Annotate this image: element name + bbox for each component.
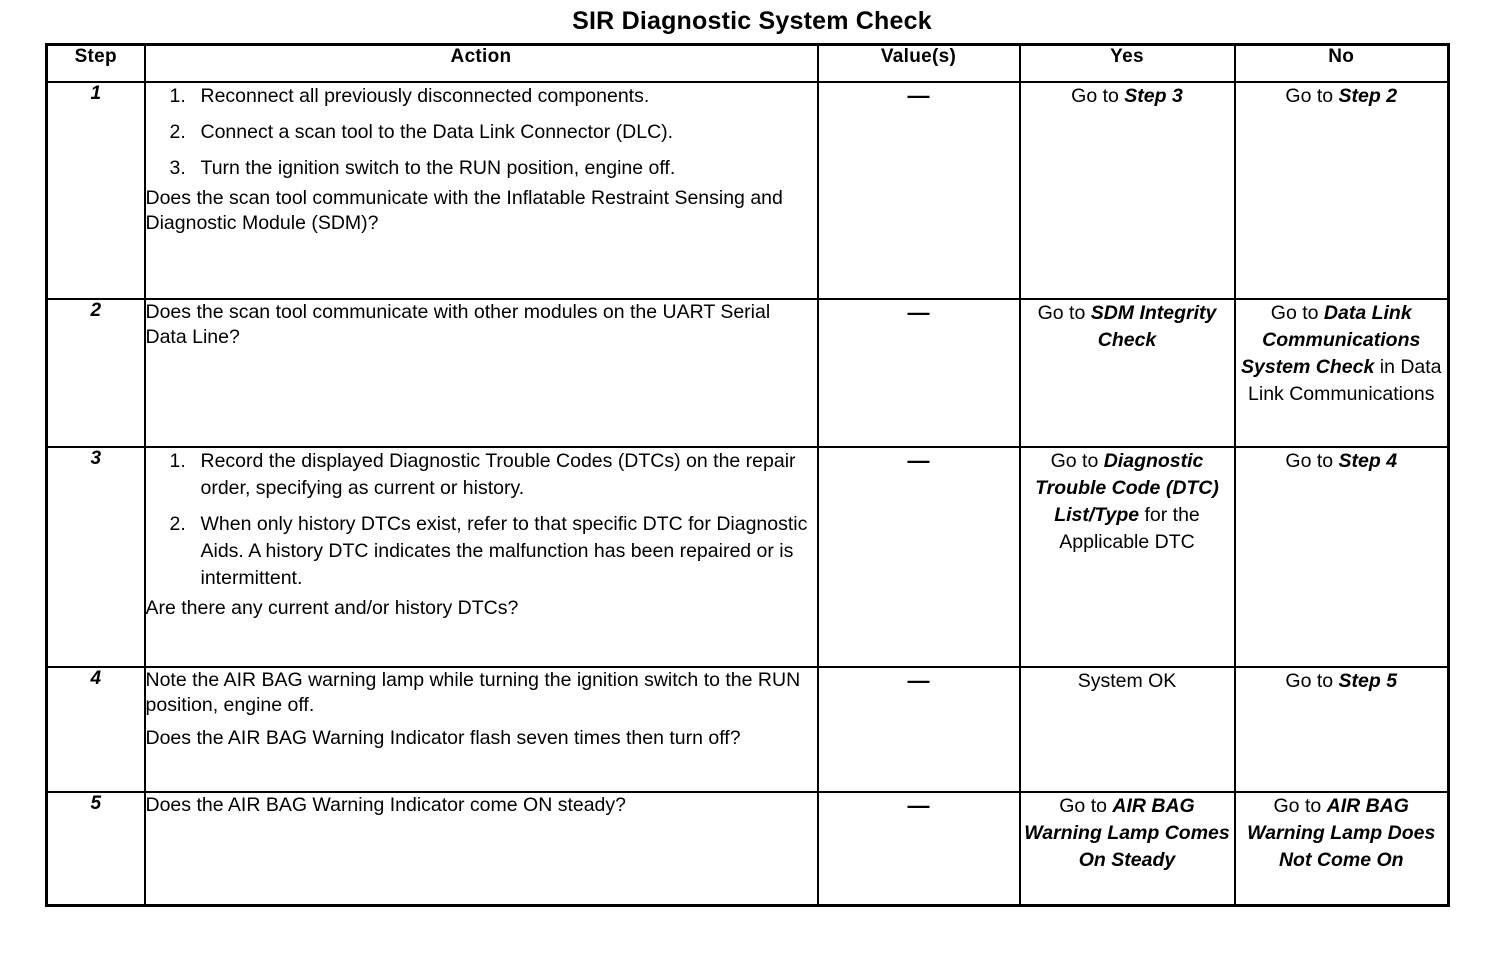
action-question: Does the AIR BAG Warning Indicator flash… [145, 726, 741, 749]
no-branch-prefix: Go to [1270, 301, 1324, 324]
no-branch-suffix: in Data Link Communications [1248, 355, 1442, 405]
column-header-no: No [1233, 43, 1450, 83]
yes-branch-prefix: Go to [1071, 84, 1125, 107]
action-step-number: 2. [169, 512, 186, 535]
table-row: 4 Note the AIR BAG warning lamp while tu… [45, 665, 1450, 793]
action-step-text: Reconnect all previously disconnected co… [200, 84, 650, 107]
value-cell: — [816, 665, 1021, 793]
yes-branch: Go to SDM Integrity Check [1018, 297, 1236, 448]
table-row: 5 Does the AIR BAG Warning Indicator com… [45, 790, 1450, 907]
step-number: 2 [45, 297, 146, 448]
yes-branch: Go to AIR BAG Warning Lamp Comes On Stea… [1018, 790, 1236, 907]
yes-branch-reference: Diagnostic Trouble Code (DTC) List/Type [1035, 449, 1219, 526]
action-question: Does the scan tool communicate with othe… [145, 300, 771, 348]
value-cell: — [816, 445, 1021, 668]
action-step-item: 1. Reconnect all previously disconnected… [146, 83, 817, 110]
yes-branch-reference: AIR BAG Warning Lamp Comes On Steady [1024, 794, 1230, 871]
action-step-item: 2. Connect a scan tool to the Data Link … [146, 119, 817, 146]
action-content: Does the scan tool communicate with othe… [143, 297, 819, 448]
yes-branch-reference: Step 3 [1124, 84, 1183, 107]
action-step-list: 1. Reconnect all previously disconnected… [146, 83, 817, 182]
value-cell: — [816, 80, 1021, 300]
no-branch: Go to Data Link Communications System Ch… [1233, 297, 1450, 448]
yes-branch: Go to Step 3 [1018, 80, 1236, 300]
diagnostic-table: Step Action Value(s) Yes No 1 1. Reco [45, 43, 1450, 907]
action-step-text: Record the displayed Diagnostic Trouble … [200, 449, 796, 499]
action-content: Note the AIR BAG warning lamp while turn… [143, 665, 819, 793]
yes-branch-prefix: Go to [1059, 794, 1113, 817]
action-question: Does the AIR BAG Warning Indicator come … [145, 793, 627, 816]
action-step-item: 1. Record the displayed Diagnostic Troub… [146, 448, 817, 502]
no-branch-reference: Step 5 [1338, 669, 1398, 692]
action-content: 1. Record the displayed Diagnostic Troub… [143, 445, 819, 668]
column-header-values: Value(s) [816, 43, 1021, 83]
yes-branch-prefix: Go to [1037, 301, 1091, 324]
step-number: 1 [45, 80, 146, 300]
action-lead-text: Note the AIR BAG warning lamp while turn… [145, 668, 801, 716]
yes-branch: Go to Diagnostic Trouble Code (DTC) List… [1018, 445, 1236, 668]
no-branch-reference: Step 2 [1338, 84, 1398, 107]
value-cell: — [816, 297, 1021, 448]
page-title: SIR Diagnostic System Check [572, 7, 932, 35]
no-branch-prefix: Go to [1273, 794, 1327, 817]
yes-branch-prefix: System OK [1077, 669, 1177, 692]
action-step-item: 3. Turn the ignition switch to the RUN p… [146, 155, 817, 182]
diagnostic-table-wrapper: Step Action Value(s) Yes No 1 1. Reco [45, 43, 1450, 907]
step-number: 4 [45, 665, 146, 793]
table-row: 2 Does the scan tool communicate with ot… [45, 297, 1450, 448]
no-branch: Go to Step 2 [1233, 80, 1450, 300]
action-step-item: 2. When only history DTCs exist, refer t… [146, 511, 817, 592]
column-header-yes: Yes [1018, 43, 1236, 83]
action-question: Does the scan tool communicate with the … [145, 186, 783, 234]
no-branch: Go to Step 4 [1233, 445, 1450, 668]
action-step-number: 3. [169, 156, 186, 179]
no-branch-prefix: Go to [1285, 449, 1339, 472]
action-step-text: Turn the ignition switch to the RUN posi… [200, 156, 676, 179]
no-branch-prefix: Go to [1285, 669, 1339, 692]
step-number: 3 [45, 445, 146, 668]
action-content: 1. Reconnect all previously disconnected… [143, 80, 819, 300]
step-number: 5 [45, 790, 146, 907]
no-branch-reference: AIR BAG Warning Lamp Does Not Come On [1247, 794, 1436, 871]
action-step-number: 1. [169, 84, 186, 107]
action-step-text: Connect a scan tool to the Data Link Con… [200, 120, 674, 143]
table-body: 1 1. Reconnect all previously disconnect… [45, 80, 1450, 907]
action-step-text: When only history DTCs exist, refer to t… [200, 512, 808, 589]
action-step-list: 1. Record the displayed Diagnostic Troub… [146, 448, 817, 592]
action-step-number: 1. [169, 449, 186, 472]
yes-branch-prefix: Go to [1050, 449, 1104, 472]
action-content: Does the AIR BAG Warning Indicator come … [143, 790, 819, 907]
no-branch-reference: Step 4 [1338, 449, 1398, 472]
yes-branch-reference: SDM Integrity Check [1090, 301, 1217, 351]
table-header-row: Step Action Value(s) Yes No [45, 43, 1450, 83]
no-branch-reference: Data Link Communications System Check [1240, 301, 1421, 378]
column-header-step: Step [45, 43, 146, 83]
no-branch-prefix: Go to [1285, 84, 1339, 107]
action-step-number: 2. [169, 120, 186, 143]
column-header-action: Action [143, 43, 819, 83]
yes-branch-suffix: for the Applicable DTC [1059, 503, 1200, 553]
no-branch: Go to Step 5 [1233, 665, 1450, 793]
action-question: Are there any current and/or history DTC… [145, 596, 519, 619]
table-header: Step Action Value(s) Yes No [45, 43, 1450, 83]
yes-branch: System OK [1018, 665, 1236, 793]
no-branch: Go to AIR BAG Warning Lamp Does Not Come… [1233, 790, 1450, 907]
table-row: 3 1. Record the displayed Diagnostic Tro… [45, 445, 1450, 668]
table-row: 1 1. Reconnect all previously disconnect… [45, 80, 1450, 300]
value-cell: — [816, 790, 1021, 907]
